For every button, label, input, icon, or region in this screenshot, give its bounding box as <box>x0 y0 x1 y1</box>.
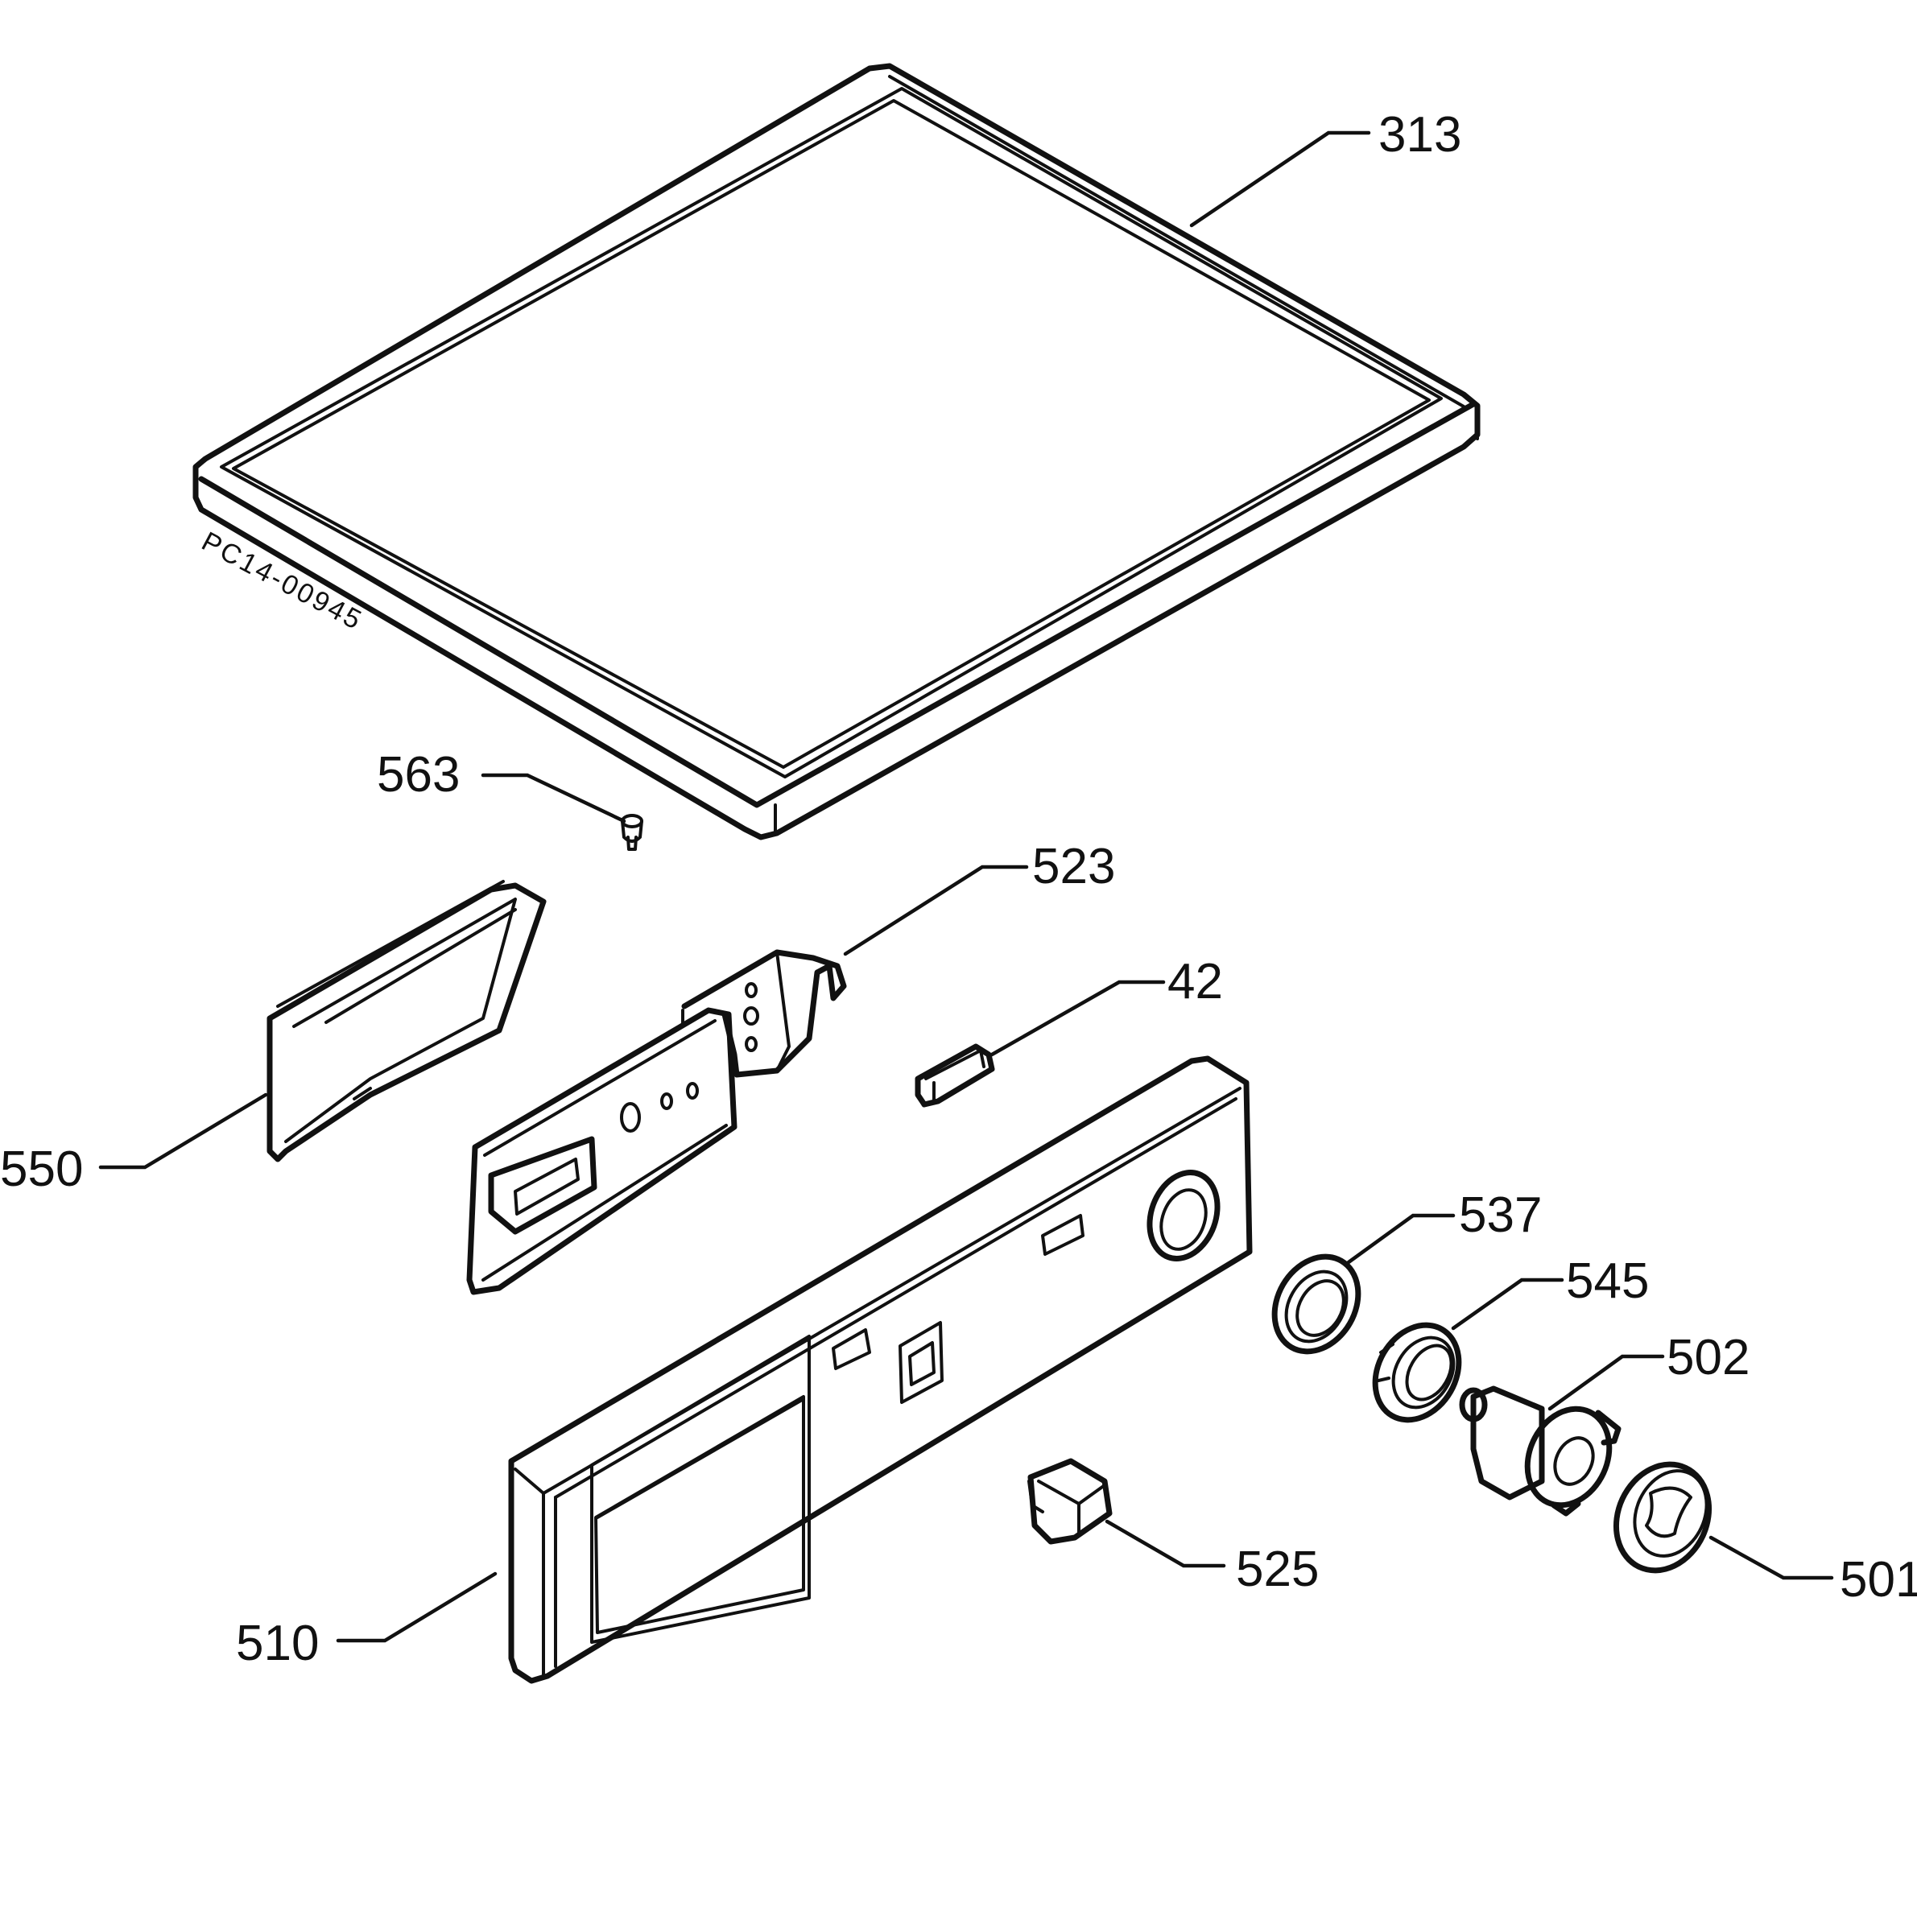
part-537-ring-seal[interactable] <box>1258 1241 1374 1366</box>
callout-563: 563 <box>377 747 460 803</box>
part-502-selector-shaft[interactable] <box>1459 1385 1625 1518</box>
callout-501: 501 <box>1840 1552 1917 1608</box>
callout-42: 42 <box>1167 954 1223 1009</box>
callout-545: 545 <box>1566 1253 1649 1309</box>
drawing-code: PC14-00945 <box>196 526 368 637</box>
leader-501 <box>1708 1535 1834 1580</box>
part-42-clip[interactable] <box>915 1043 995 1108</box>
callout-550: 550 <box>0 1141 83 1197</box>
callout-523: 523 <box>1032 839 1115 894</box>
part-550-dispenser-drawer[interactable] <box>266 880 547 1162</box>
leader-525 <box>1105 1519 1226 1568</box>
part-545-bushing[interactable] <box>1358 1310 1475 1435</box>
part-510-control-panel[interactable] <box>508 1055 1253 1684</box>
callout-537: 537 <box>1459 1187 1542 1243</box>
part-313-top-cover[interactable]: PC14-00945 <box>192 63 1481 840</box>
leader-42 <box>989 980 1166 1057</box>
part-525-switch[interactable] <box>1027 1458 1113 1545</box>
leader-502 <box>1547 1354 1665 1411</box>
leader-563 <box>481 773 626 824</box>
callout-313: 313 <box>1378 107 1461 163</box>
callout-525: 525 <box>1236 1542 1319 1597</box>
callout-labels: 313 563 523 42 550 537 545 502 510 525 5… <box>0 107 1917 1671</box>
leader-313 <box>1189 130 1371 228</box>
callout-510: 510 <box>236 1616 319 1671</box>
callout-502: 502 <box>1667 1330 1750 1385</box>
leader-545 <box>1451 1278 1564 1331</box>
part-523-control-bracket[interactable] <box>466 949 847 1295</box>
leader-550 <box>98 1092 268 1170</box>
leader-523 <box>843 865 1029 956</box>
leader-537 <box>1346 1213 1456 1265</box>
leader-510 <box>336 1571 498 1643</box>
part-501-control-knob[interactable] <box>1599 1449 1725 1586</box>
leader-lines <box>98 130 1834 1643</box>
